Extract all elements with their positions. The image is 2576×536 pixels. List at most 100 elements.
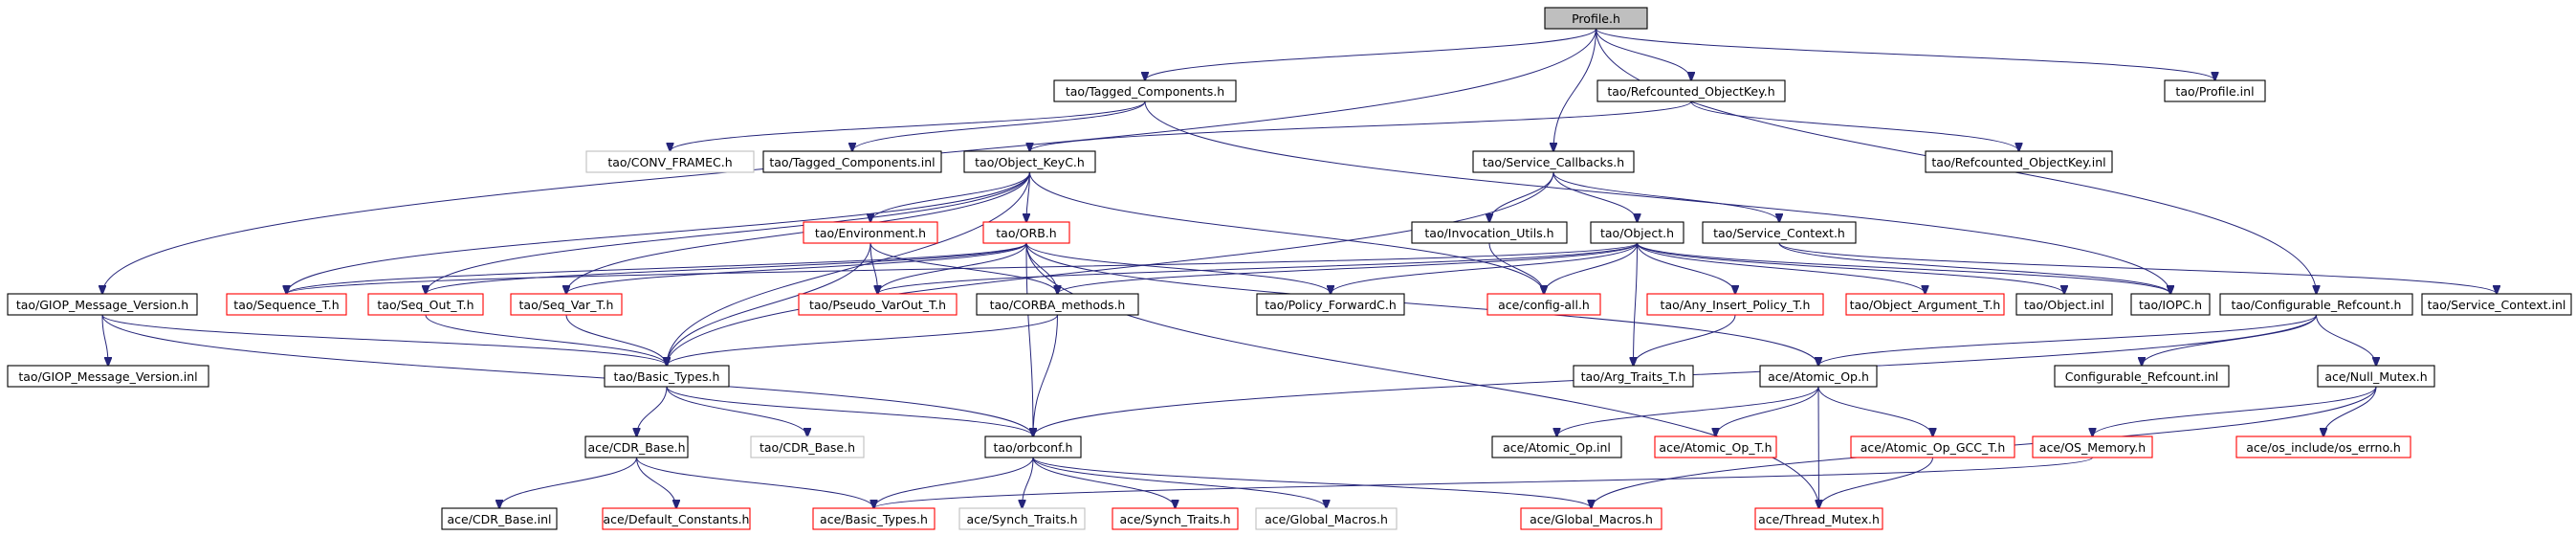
node-basic_types_h_tao[interactable]: tao/Basic_Types.h: [604, 365, 730, 388]
node-box: [1702, 221, 1857, 244]
node-box: [602, 507, 751, 530]
edge-basic_types_h_tao-to-orbconf_h: [666, 386, 1033, 436]
node-profile_h[interactable]: Profile.h: [1544, 7, 1648, 30]
edge-refcounted_objectkey_h-to-object_keyc_h: [1030, 100, 1692, 151]
node-label: ace/Null_Mutex.h: [2324, 369, 2427, 384]
node-layer: Profile.h tao/Tagged_Components.h tao/Refc…: [7, 7, 2572, 530]
edge-configurable_refcount_h-to-atomic_op_h: [1818, 314, 2317, 366]
node-profile_inl[interactable]: tao/Profile.inl: [2164, 79, 2266, 102]
node-box: [2054, 365, 2230, 388]
node-object_h[interactable]: tao/Object.h: [1590, 221, 1684, 244]
node-configurable_refcount_h[interactable]: tao/Configurable_Refcount.h: [2219, 293, 2413, 316]
node-object_inl[interactable]: tao/Object.inl: [2015, 293, 2113, 316]
node-seq_var_t_h[interactable]: tao/Seq_Var_T.h: [510, 293, 623, 316]
node-box: [585, 150, 755, 173]
node-tagged_components_inl[interactable]: tao/Tagged_Components.inl: [762, 150, 942, 173]
node-seq_out_t_h[interactable]: tao/Seq_Out_T.h: [367, 293, 484, 316]
node-policy_forwardc_h[interactable]: tao/Policy_ForwardC.h: [1256, 293, 1405, 316]
edge-orb_h-to-orbconf_h: [1025, 242, 1033, 436]
edge-service_callbacks_h-to-service_context_h: [1552, 171, 1779, 222]
node-object_argument_t_h[interactable]: tao/Object_Argument_T.h: [1845, 293, 2005, 316]
node-box: [1850, 436, 2015, 458]
node-atomic_op_gcc_t_h[interactable]: ace/Atomic_Op_GCC_T.h: [1850, 436, 2015, 458]
node-environment_h[interactable]: tao/Environment.h: [803, 221, 938, 244]
node-orbconf_h[interactable]: tao/orbconf.h: [984, 436, 1082, 458]
node-box: [1544, 7, 1648, 30]
node-box: [750, 436, 865, 458]
node-refcounted_objectkey_h[interactable]: tao/Refcounted_ObjectKey.h: [1596, 79, 1786, 102]
node-null_mutex_h[interactable]: ace/Null_Mutex.h: [2317, 365, 2435, 388]
node-os_errno_h[interactable]: ace/os_include/os_errno.h: [2235, 436, 2411, 458]
node-giop_message_version_h[interactable]: tao/GIOP_Message_Version.h: [7, 293, 198, 316]
node-cdr_base_inl[interactable]: ace/CDR_Base.inl: [441, 507, 558, 530]
node-atomic_op_h[interactable]: ace/Atomic_Op.h: [1759, 365, 1878, 388]
node-label: tao/GIOP_Message_Version.h: [16, 298, 188, 312]
edge-tagged_components_h-to-conv_framec_h: [671, 100, 1146, 151]
edge-orbconf_h-to-global_macros_h_red: [1032, 457, 1592, 508]
edge-basic_types_h_tao-to-cdr_base_h_ace: [637, 386, 668, 436]
edge-cdr_base_h_ace-to-cdr_base_inl: [499, 457, 637, 508]
node-thread_mutex_h[interactable]: ace/Thread_Mutex.h: [1754, 507, 1883, 530]
node-iopc_h[interactable]: tao/IOPC.h: [2130, 293, 2211, 316]
node-conv_framec_h[interactable]: tao/CONV_FRAMEC.h: [585, 150, 755, 173]
node-orb_h[interactable]: tao/ORB.h: [982, 221, 1070, 244]
node-label: ace/Basic_Types.h: [820, 512, 928, 526]
node-label: tao/IOPC.h: [2139, 298, 2202, 312]
node-configurable_refcount_inl[interactable]: Configurable_Refcount.inl: [2054, 365, 2230, 388]
node-label: tao/GIOP_Message_Version.inl: [18, 369, 197, 384]
node-tagged_components_h[interactable]: tao/Tagged_Components.h: [1053, 79, 1237, 102]
node-invocation_utils_h[interactable]: tao/Invocation_Utils.h: [1411, 221, 1568, 244]
edge-giop_message_version_h-to-basic_types_h_tao: [101, 314, 667, 366]
edge-seq_var_t_h-to-basic_types_h_tao: [565, 314, 667, 366]
edge-profile_h-to-service_callbacks_h: [1553, 28, 1596, 151]
node-label: tao/Seq_Out_T.h: [377, 298, 473, 312]
node-box: [1255, 507, 1398, 530]
node-box: [2164, 79, 2266, 102]
node-global_macros_h_gray[interactable]: ace/Global_Macros.h: [1255, 507, 1398, 530]
node-label: tao/Profile.inl: [2175, 84, 2254, 99]
edge-object_h-to-any_insert_policy_t_h: [1637, 242, 1736, 294]
node-any_insert_policy_t_h[interactable]: tao/Any_Insert_Policy_T.h: [1646, 293, 1824, 316]
edge-orbconf_h-to-synch_traits_h_gray: [1023, 457, 1034, 508]
edge-configurable_refcount_h-to-configurable_refcount_inl: [2142, 314, 2317, 366]
node-service_context_h[interactable]: tao/Service_Context.h: [1702, 221, 1857, 244]
node-label: ace/Default_Constants.h: [604, 512, 750, 526]
node-os_memory_h[interactable]: ace/OS_Memory.h: [2032, 436, 2153, 458]
edge-null_mutex_h-to-os_errno_h: [2323, 386, 2377, 436]
node-default_constants_h[interactable]: ace/Default_Constants.h: [602, 507, 751, 530]
node-cdr_base_h_tao[interactable]: tao/CDR_Base.h: [750, 436, 865, 458]
node-synch_traits_h_gray[interactable]: ace/Synch_Traits.h: [958, 507, 1086, 530]
node-label: tao/Seq_Var_T.h: [519, 298, 614, 312]
edge-service_callbacks_h-to-invocation_utils_h: [1489, 171, 1554, 222]
node-config_all_h[interactable]: ace/config-all.h: [1486, 293, 1601, 316]
node-service_context_inl[interactable]: tao/Service_Context.inl: [2421, 293, 2572, 316]
node-atomic_op_t_h[interactable]: ace/Atomic_Op_T.h: [1654, 436, 1777, 458]
node-global_macros_h_red[interactable]: ace/Global_Macros.h: [1520, 507, 1662, 530]
node-label: tao/Refcounted_ObjectKey.inl: [1931, 155, 2105, 169]
node-label: tao/Object.h: [1600, 226, 1674, 240]
edge-orb_h-to-seq_out_t_h: [426, 242, 1027, 294]
node-refcounted_objectkey_inl[interactable]: tao/Refcounted_ObjectKey.inl: [1925, 150, 2113, 173]
node-box: [1491, 436, 1622, 458]
node-box: [604, 365, 730, 388]
node-corba_methods_h[interactable]: tao/CORBA_methods.h: [976, 293, 1139, 316]
node-arg_traits_t_h[interactable]: tao/Arg_Traits_T.h: [1573, 365, 1694, 388]
node-cdr_base_h_ace[interactable]: ace/CDR_Base.h: [584, 436, 689, 458]
edge-object_keyc_h-to-config_all_h: [1029, 171, 1545, 294]
edge-service_context_h-to-iopc_h: [1778, 242, 2170, 294]
node-synch_traits_h_red[interactable]: ace/Synch_Traits.h: [1112, 507, 1239, 530]
node-box: [2235, 436, 2411, 458]
node-service_callbacks_h[interactable]: tao/Service_Callbacks.h: [1472, 150, 1635, 173]
edge-orb_h-to-seq_var_t_h: [566, 242, 1027, 294]
node-label: tao/Any_Insert_Policy_T.h: [1661, 298, 1811, 312]
edge-object_keyc_h-to-environment_h: [870, 171, 1030, 222]
node-atomic_op_inl[interactable]: ace/Atomic_Op.inl: [1491, 436, 1622, 458]
node-object_keyc_h[interactable]: tao/Object_KeyC.h: [963, 150, 1096, 173]
node-giop_message_version_inl[interactable]: tao/GIOP_Message_Version.inl: [7, 365, 209, 388]
edge-profile_h-to-tagged_components_h: [1145, 28, 1596, 80]
node-box: [7, 365, 209, 388]
node-label: ace/OS_Memory.h: [2039, 440, 2146, 455]
node-sequence_t_h[interactable]: tao/Sequence_T.h: [226, 293, 347, 316]
node-basic_types_h_ace[interactable]: ace/Basic_Types.h: [812, 507, 936, 530]
node-pseudo_varout_t_h[interactable]: tao/Pseudo_VarOut_T.h: [798, 293, 958, 316]
